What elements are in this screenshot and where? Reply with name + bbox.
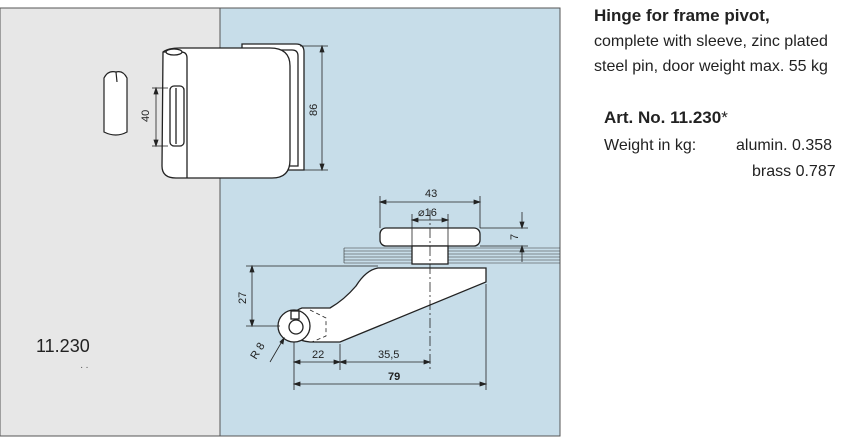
weight-label: Weight in kg: (604, 137, 697, 154)
product-title: Hinge for frame pivot, (594, 6, 770, 25)
dim-43-label: 43 (425, 188, 437, 200)
weight-brass: brass 0.787 (752, 163, 836, 180)
article-label: Art. No. (604, 108, 666, 127)
product-description-line-1: complete with sleeve, zinc plated (594, 33, 828, 50)
article-suffix: * (721, 108, 728, 127)
hinge-front-view (161, 43, 305, 179)
article-number-line: Art. No. 11.230* (604, 108, 728, 128)
sleeve-part (103, 71, 128, 136)
dim-27-label: 27 (237, 292, 249, 304)
dim-86-label: 86 (308, 104, 320, 116)
dim-22-label: 22 (312, 349, 324, 361)
model-code: 11.230 (36, 336, 90, 356)
dim-7 (480, 212, 528, 262)
dim-79-label: 79 (388, 371, 400, 383)
dim-27 (246, 264, 378, 328)
dim-16 (410, 214, 450, 246)
dim-7-label: 7 (509, 234, 521, 240)
dim-40-label: 40 (140, 110, 152, 122)
dim-355-label: 35,5 (378, 349, 399, 361)
product-description-line-2: steel pin, door weight max. 55 kg (594, 58, 828, 75)
dim-79 (292, 284, 488, 390)
dim-40 (152, 86, 168, 148)
dim-16-label: ⌀16 (418, 207, 437, 219)
dot-marks: ·· (80, 362, 91, 373)
article-number: 11.230 (670, 108, 722, 127)
dim-86 (300, 44, 328, 172)
dim-r8 (269, 336, 285, 363)
weight-alumin: alumin. 0.358 (736, 137, 833, 154)
side-view-dash (309, 309, 327, 343)
hinge-side-view (277, 227, 487, 343)
dim-43 (378, 196, 482, 228)
dim-22-355 (292, 342, 432, 390)
